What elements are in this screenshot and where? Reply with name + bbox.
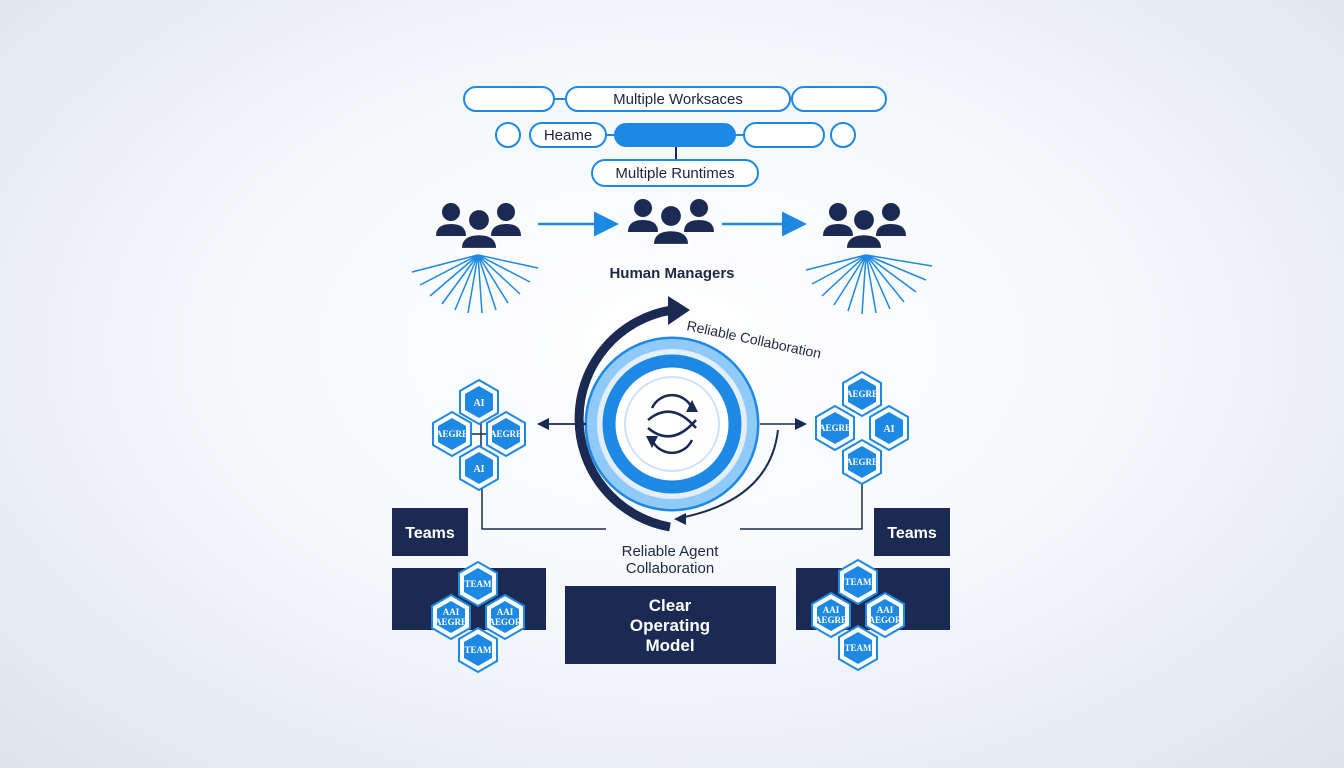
workspace-node-left bbox=[495, 122, 521, 148]
connector-right bbox=[740, 484, 863, 530]
connector-left bbox=[481, 484, 606, 530]
team-hex-label: AAI bbox=[497, 607, 514, 617]
managers-row: Human Managers bbox=[411, 199, 933, 315]
teams-label-box bbox=[392, 508, 468, 556]
team-hex-label: AEGOR bbox=[488, 617, 522, 627]
person-icon bbox=[876, 203, 906, 236]
teams-label: Teams bbox=[405, 525, 455, 542]
person-icon bbox=[652, 204, 690, 246]
arc-navy-left bbox=[574, 305, 673, 532]
agent-hex-label: AEGRE bbox=[819, 423, 851, 433]
person-icon bbox=[436, 203, 466, 236]
workspace-diagram: Multiple Worksaces Heame Multiple Runtim… bbox=[463, 86, 887, 187]
agent-hex-label: AI bbox=[883, 424, 894, 435]
workspace-pill-right bbox=[791, 86, 887, 112]
agent-hex-label: AI bbox=[473, 464, 484, 475]
manager-group-right bbox=[805, 203, 933, 315]
collaboration-core: Reliable Collaboration bbox=[574, 296, 823, 532]
arc-navy-right bbox=[679, 429, 779, 519]
teams-label-box bbox=[874, 508, 950, 556]
operating-model-box: Clear Operating Model bbox=[565, 586, 776, 664]
workspace-pill-small-right bbox=[743, 122, 825, 148]
team-hex-label: AEGRE bbox=[435, 617, 467, 627]
agent-hex-label: AEGRE bbox=[436, 429, 468, 439]
reliable-agent-label: Reliable Agent bbox=[622, 543, 720, 560]
agent-hex-label: AI bbox=[473, 398, 484, 409]
agent-cluster-right: AEGRE AEGRE AI AEGRE bbox=[815, 371, 909, 485]
teams-left: Teams TEAM AAI AEGRE AAI AEGOR TEAM bbox=[392, 508, 546, 673]
sync-icon bbox=[646, 393, 698, 455]
person-icon bbox=[684, 199, 714, 232]
collaboration-label: Collaboration bbox=[626, 560, 714, 577]
agent-cluster-left: AI AEGRE AEGRE AI bbox=[432, 379, 526, 491]
team-hex-label: TEAM bbox=[465, 579, 493, 589]
agent-hex-label: AEGRE bbox=[490, 429, 522, 439]
workspace-node-right bbox=[830, 122, 856, 148]
team-hex-label: AAI bbox=[877, 605, 894, 615]
person-icon bbox=[491, 203, 521, 236]
arc-arrowhead-icon bbox=[668, 296, 690, 325]
core-light-ring bbox=[587, 339, 757, 509]
team-hex-label: AAI bbox=[443, 607, 460, 617]
operating-model-line1: Clear bbox=[649, 596, 692, 615]
manager-group-left bbox=[411, 203, 539, 314]
team-hex-label: TEAM bbox=[845, 577, 873, 587]
operating-model-panel bbox=[565, 586, 776, 664]
heame-label: Heame bbox=[544, 127, 592, 144]
team-hex-label: AAI bbox=[823, 605, 840, 615]
arc-small-arrowhead-icon bbox=[674, 513, 686, 525]
workspace-active-pill bbox=[614, 123, 736, 147]
team-hex-label: TEAM bbox=[845, 643, 873, 653]
operating-model-line3: Model bbox=[645, 636, 694, 655]
team-hex-label: AEGRE bbox=[815, 615, 847, 625]
core-inner bbox=[624, 376, 720, 472]
person-icon bbox=[823, 203, 853, 236]
manager-group-center bbox=[628, 199, 714, 246]
team-hex-label: TEAM bbox=[465, 645, 493, 655]
teams-label: Teams bbox=[887, 525, 937, 542]
runtimes-pill bbox=[591, 159, 759, 187]
workspace-pill-left bbox=[463, 86, 555, 112]
agent-hex-label: AEGRE bbox=[846, 389, 878, 399]
person-icon bbox=[628, 199, 658, 232]
person-icon bbox=[460, 208, 498, 250]
operating-model-line2: Operating bbox=[630, 616, 710, 635]
runtimes-label: Multiple Runtimes bbox=[615, 165, 734, 182]
rays-right bbox=[805, 254, 933, 315]
rays-left bbox=[411, 254, 539, 314]
teams-right: Teams TEAM AAI AEGRE AAI AEGOR TEAM bbox=[796, 508, 950, 671]
team-hex-label: AEGOR bbox=[868, 615, 902, 625]
person-icon bbox=[845, 208, 883, 250]
agent-hex-label: AEGRE bbox=[846, 457, 878, 467]
workspaces-label: Multiple Worksaces bbox=[613, 91, 743, 108]
human-managers-label: Human Managers bbox=[609, 265, 734, 282]
